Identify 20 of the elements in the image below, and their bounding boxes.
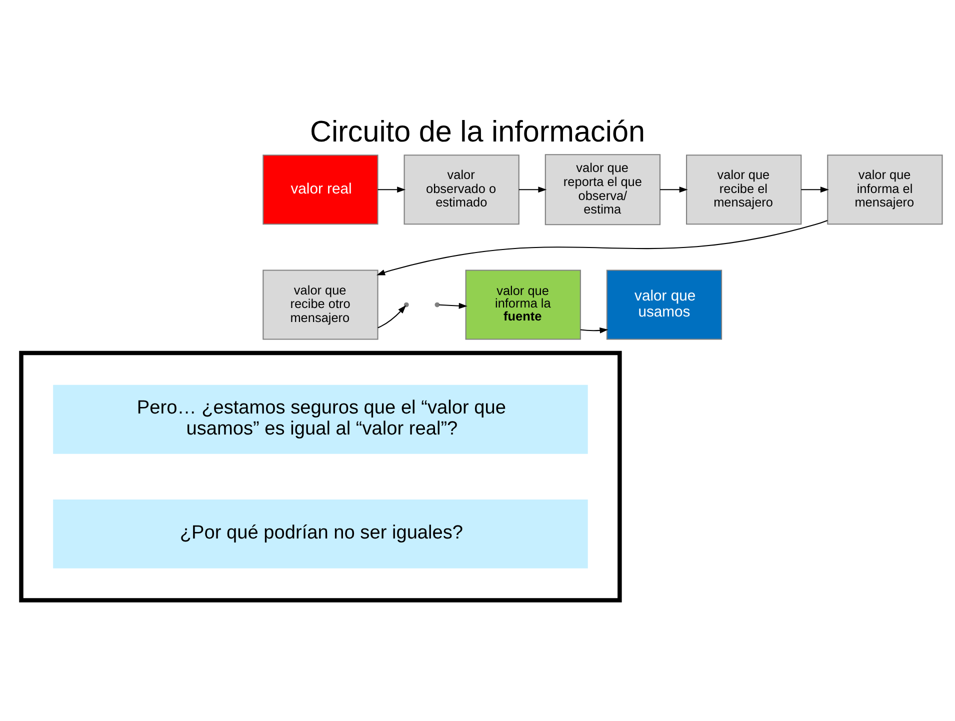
- arrow: [518, 186, 547, 192]
- node-box: valor observado o estimado: [404, 154, 520, 224]
- node-box: valor que informa el mensajero: [827, 154, 943, 224]
- node-box: valor que usamos: [606, 269, 722, 340]
- node-box: valor que recibe otro mensajero: [262, 269, 378, 340]
- arrow: [439, 302, 468, 308]
- node-box: Pero… ¿estamos seguros que el “valor que usamos” es igual al “valor real”?: [53, 384, 588, 454]
- cluster: [19, 350, 622, 602]
- arrow: [580, 326, 608, 333]
- arrow: [801, 186, 829, 192]
- node-box: valor real: [262, 154, 378, 224]
- diagram-title: Circuito de la información: [310, 114, 645, 148]
- arrow: [376, 219, 828, 275]
- node-box: valor que recibe el mensajero: [686, 154, 802, 224]
- arrow: [378, 186, 406, 192]
- node-box: valor que informa la fuente: [465, 269, 581, 340]
- arrow: [660, 186, 688, 192]
- arrow: [378, 304, 406, 328]
- node-box: valor que reporta el que observa/ estima: [544, 154, 661, 225]
- node-box: ¿Por qué podrían no ser iguales?: [53, 498, 588, 568]
